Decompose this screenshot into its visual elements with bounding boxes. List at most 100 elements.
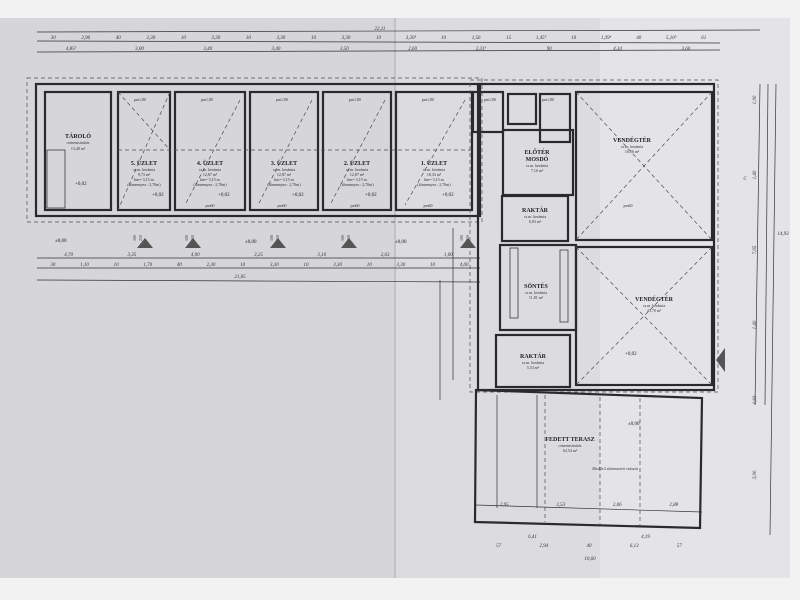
dimension-label: 10 [246,36,252,41]
room-shop-5 [116,90,172,212]
dimension-label: 61 [701,36,706,41]
room-label-store-1: RAKTÁR cs.m. kerámia 6,03 m² [522,206,549,225]
room-finish: cs.m. kerámia [423,167,446,172]
dimension-label: 3,10 [317,253,326,258]
room-name: 2. ÜZLET [344,160,370,167]
room-area: 12,87 m² [350,172,365,178]
dimension-label: 2,88 [669,503,678,508]
room-finish: cs.m. kerámia [199,167,222,172]
level-mark: +0,02 [365,193,377,198]
dimension-label: 2,90 [81,36,90,41]
room-label-dining-1: VENDÉGTÉR cs.m. kerámia 16,56 m² [613,136,652,155]
dimension-label: 1,10 [80,263,89,268]
svg-text:MOSDÓ: MOSDÓ [526,155,549,163]
room-finish: cs.m. kerámia [346,167,369,172]
room-area: 12,87 m² [203,172,218,178]
dimension-label: 15 [506,36,512,41]
dimension-label: 30 [50,263,56,268]
room-ceiling: (álmennyez.: 2,70m) [127,182,161,188]
terrace: FEDETT TERASZ cementsimítás 62,54 m² 40x… [473,388,704,530]
room-height: hm= 3,15 m [424,177,444,183]
room-ceiling: (álmennyez.: 2,70m) [193,182,227,188]
dimension-label: 40 [177,263,183,268]
dimension-label: 7,65 [753,245,758,254]
dimension-label: 5,10⁵ [666,35,677,41]
wc-2 [506,92,538,126]
room-label-bar: SÖNTÉS cs.m. kerámia 11,81 m² [524,282,548,301]
dimension-label: 90 [547,47,553,52]
dimension-label: 1,93 [753,395,758,404]
svg-text:cs.m. kerámia: cs.m. kerámia [621,144,644,149]
dimension-label: 10 [376,36,382,41]
window-tag-top: pm1,80 [201,97,213,103]
svg-text:14,93: 14,93 [777,232,789,237]
svg-text:RAKTÁR: RAKTÁR [520,352,547,360]
dimension-label: 2,06 [613,503,622,508]
dimension-label: 4,70 [64,253,73,258]
dimension-label: 1,40 [753,320,758,329]
svg-text:cs.m. kerámia: cs.m. kerámia [525,290,548,295]
dimension-label: 10,60 [584,557,596,562]
dimension-label: 4,00 [460,263,469,268]
window-tag-top: pm1,80 [542,97,554,103]
dimension-label: 3,30 [397,263,406,268]
door-height: 210 [346,235,351,241]
dimension-label: 2,95 [500,503,509,508]
door-height: 210 [190,235,195,241]
window-tag-top: pm1,80 [276,97,288,103]
entrance-markers [137,238,725,372]
room-dining-1 [574,90,714,242]
main-building [469,79,719,393]
level-mark: +0,02 [152,193,164,198]
right-dimensions: 14,93 C [743,83,789,536]
room-name: 5. ÜZLET [131,160,157,167]
door-width: 100 [340,235,345,241]
svg-text:7,16 m²: 7,16 m² [531,168,544,174]
dimension-label: 1,00 [444,253,453,258]
dimension-label: 2,53 [556,503,565,508]
dimension-label: 10 [303,263,309,268]
room-name: 3. ÜZLET [271,160,297,167]
room-finish: cs.m. kerámia [133,167,156,172]
dimension-label: 3,30 [270,263,279,268]
window-tag-bottom: pm60 [423,203,432,208]
svg-text:43,70 m²: 43,70 m² [647,308,662,314]
dimension-label: 1,70 [143,263,152,268]
dimension-label: 57 [496,544,502,549]
door-width: 100 [459,235,464,241]
svg-text:11,81 m²: 11,81 m² [529,295,544,301]
room-shop-2 [321,90,393,212]
dimension-label: 2,60 [408,47,417,52]
room-height: hm= 3,15 m [200,177,220,183]
dimension-label: 1,39⁵ [601,35,612,41]
dimension-label: 3,35 [128,253,137,258]
svg-text:cs.m. kerámia: cs.m. kerámia [526,163,549,168]
wc-3 [538,92,572,144]
room-area: 18,33 m² [427,172,442,178]
dimension-label: 1,56 [472,36,481,41]
svg-text:±0,00: ±0,00 [628,422,640,427]
dimension-label: 2,63 [381,253,390,258]
svg-text:cementsimítás: cementsimítás [559,443,582,448]
room-area: 12,87 m² [277,172,292,178]
svg-text:13,48 m²: 13,48 m² [71,146,86,152]
svg-text:cs.m. kerámia: cs.m. kerámia [643,303,666,308]
room-ceiling: (álmennyez.: 2,70m) [340,182,374,188]
room-height: hm= 3,15 m [274,177,294,183]
svg-text:40x40x3 süttemezett csúszós: 40x40x3 süttemezett csúszós [592,466,639,471]
svg-text:±0,00: ±0,00 [55,239,67,244]
window-tag-bottom: pm60 [277,203,286,208]
room-height: hm= 3,15 m [134,177,154,183]
dimension-label: 3,60 [681,47,690,52]
dimension-label: 3,30 [212,36,221,41]
window-tag-top: pm1,80 [134,97,146,103]
window-tag-top: pm1,80 [422,97,434,103]
dimension-label: 2,30 [146,36,155,41]
